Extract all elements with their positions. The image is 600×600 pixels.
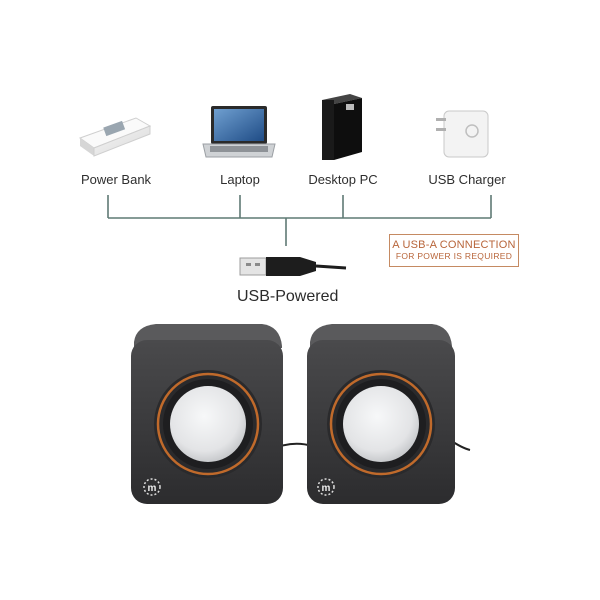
svg-text:m: m	[322, 483, 331, 494]
usb-charger-icon	[436, 110, 489, 158]
speaker-left: m	[131, 324, 283, 504]
manhattan-logo: m	[143, 478, 161, 496]
device-label-usb-charger: USB Charger	[428, 172, 506, 187]
power-requirement-notice: A USB-A CONNECTION FOR POWER IS REQUIRED	[389, 234, 519, 267]
usb-plug-icon	[239, 257, 347, 276]
device-label-power-bank: Power Bank	[80, 172, 152, 187]
usb-powered-label: USB-Powered	[237, 288, 339, 305]
speaker-right: m	[307, 324, 455, 504]
desktop-pc-icon	[322, 94, 362, 160]
laptop-icon	[202, 106, 276, 158]
manhattan-logo: m	[317, 478, 335, 496]
notice-line-1: A USB-A CONNECTION	[392, 239, 516, 251]
device-label-desktop-pc: Desktop PC	[308, 172, 378, 187]
power-bank-icon	[78, 117, 152, 157]
device-label-laptop: Laptop	[220, 172, 260, 187]
notice-line-2: FOR POWER IS REQUIRED	[395, 251, 513, 261]
svg-text:m: m	[148, 483, 157, 494]
connection-lines	[107, 195, 492, 246]
